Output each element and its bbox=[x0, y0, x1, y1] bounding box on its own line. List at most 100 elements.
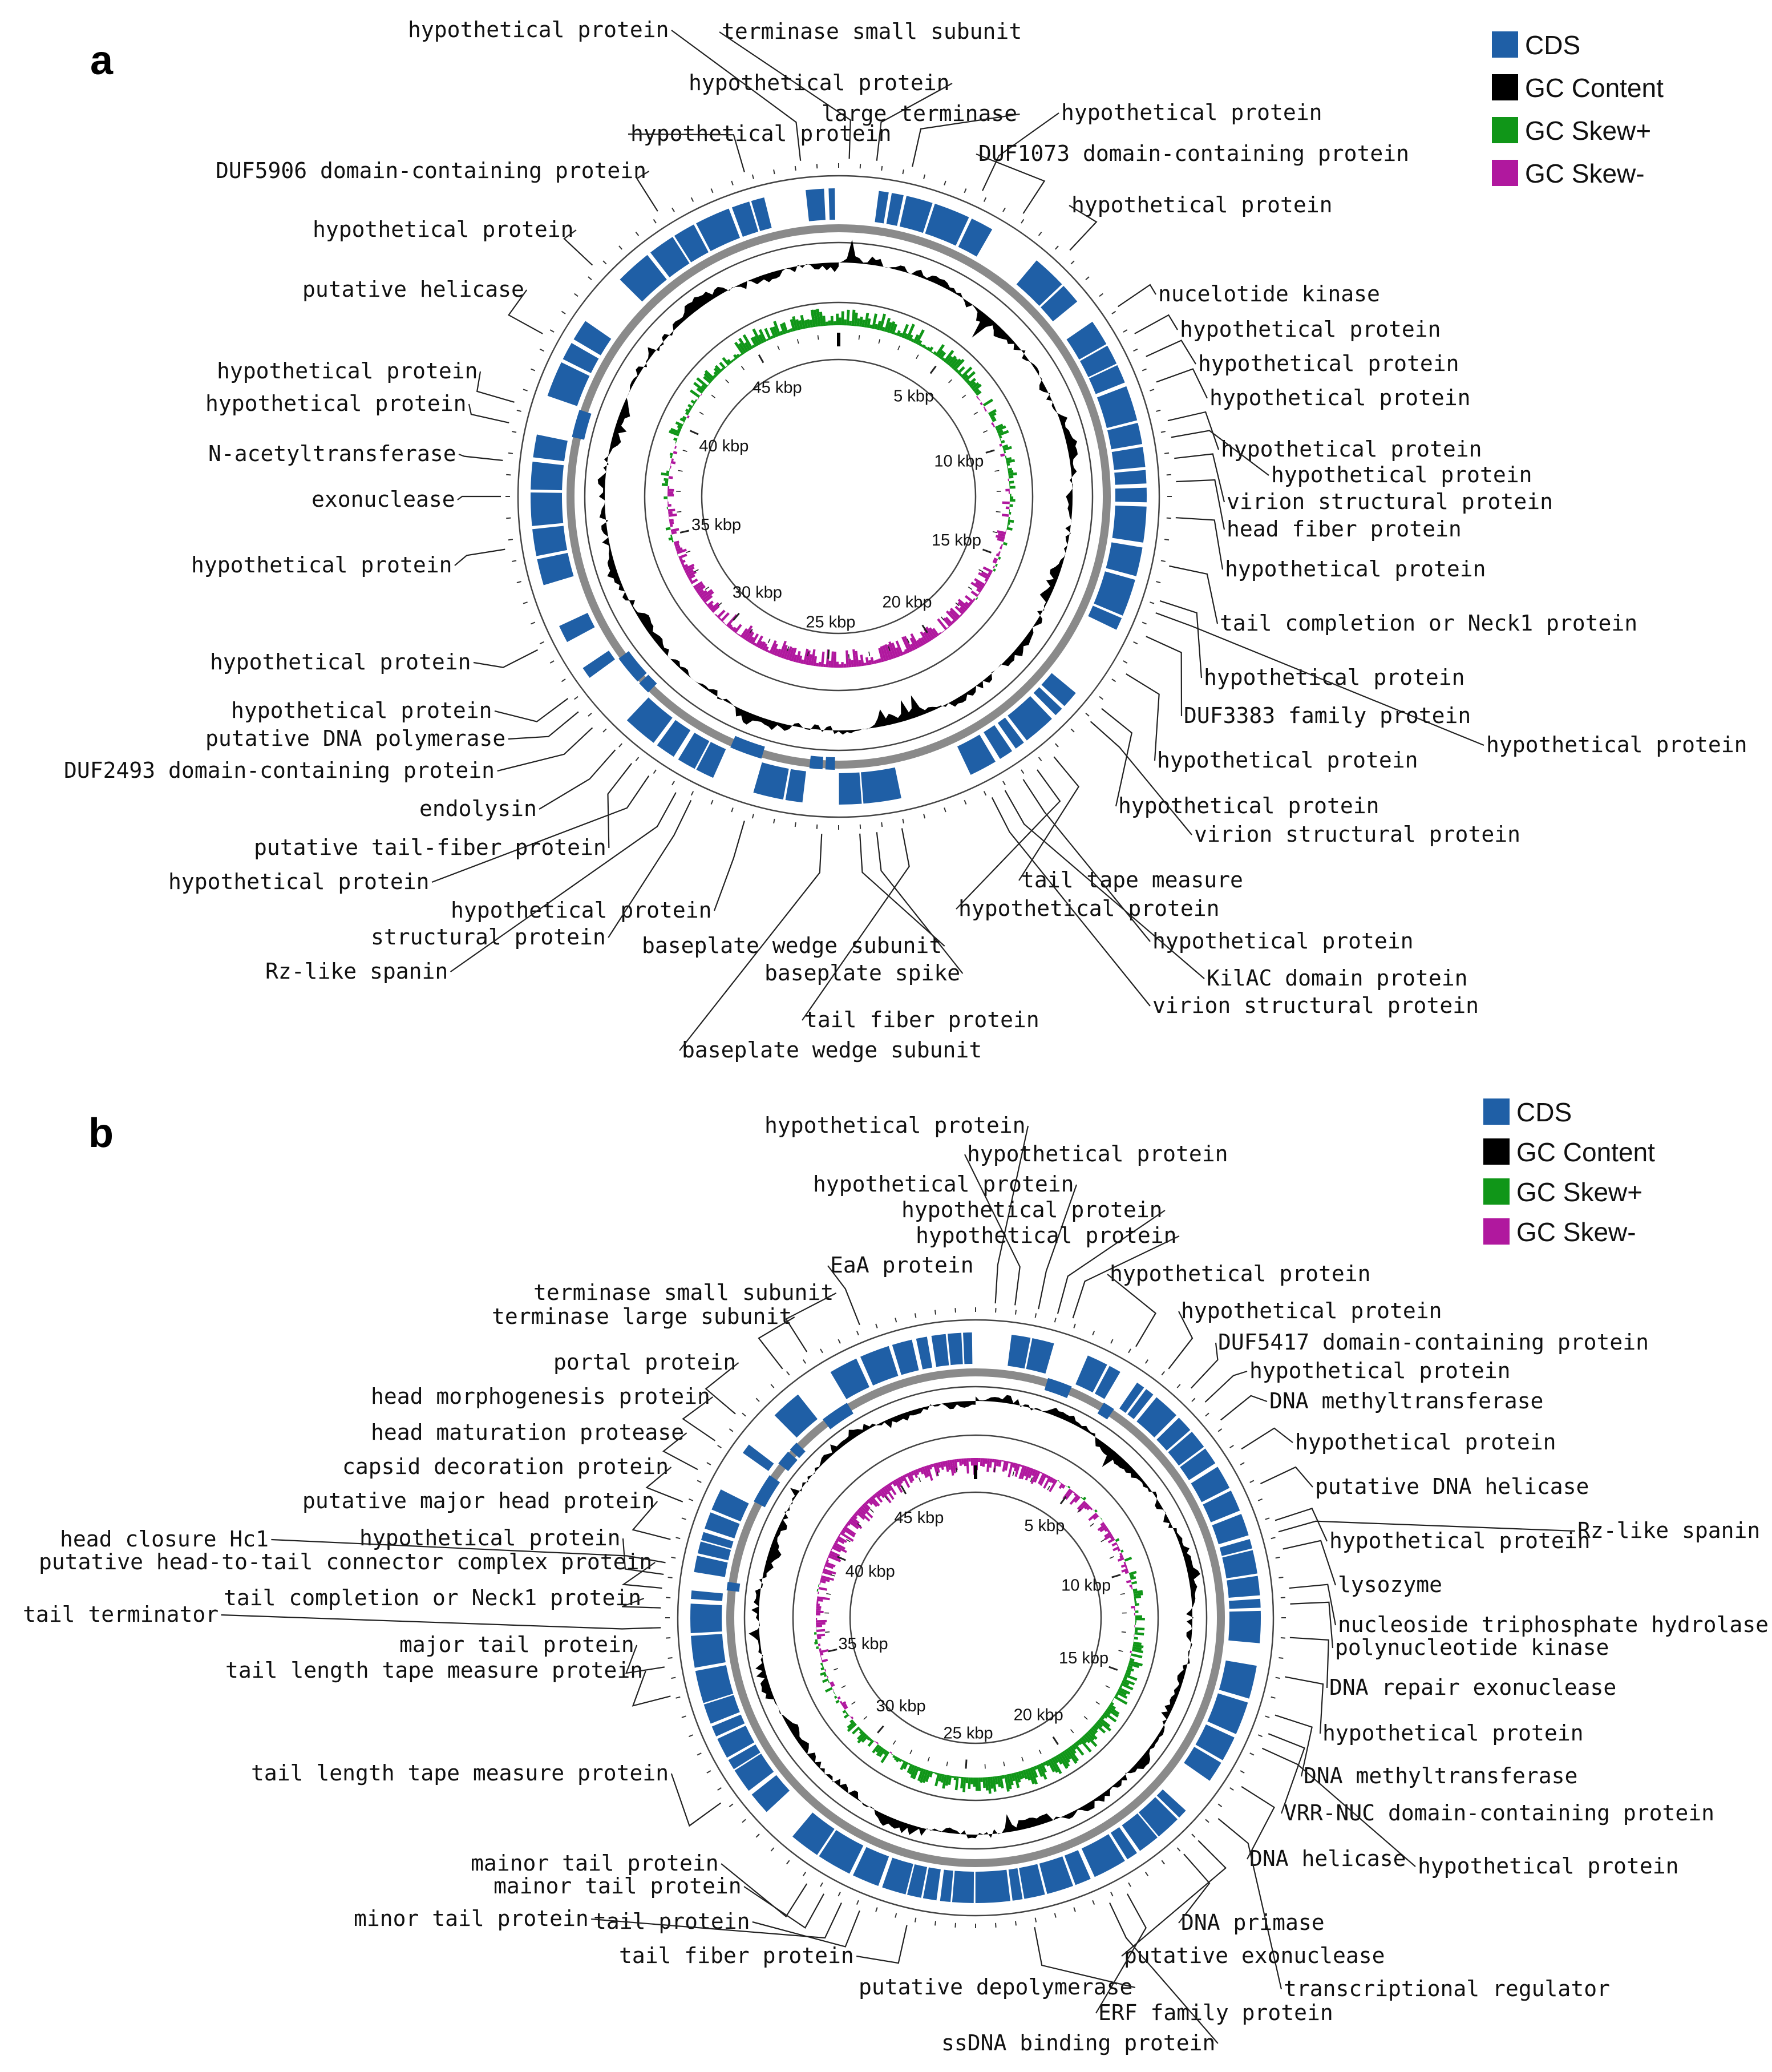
axis-tick bbox=[725, 379, 729, 383]
gc-skew-positive bbox=[1134, 1601, 1137, 1604]
gc-skew-positive bbox=[1006, 462, 1010, 466]
feature-label: virion structural protein bbox=[1194, 822, 1520, 847]
gc-skew-positive bbox=[1093, 1724, 1099, 1731]
gc-skew-positive bbox=[820, 1662, 823, 1666]
outer-tick bbox=[914, 1917, 917, 1922]
gc-skew-positive bbox=[734, 341, 745, 356]
gc-skew-positive bbox=[958, 373, 962, 377]
feature-label: hypothetical protein bbox=[916, 1223, 1177, 1248]
axis-tick bbox=[937, 1471, 939, 1476]
axis-tick bbox=[845, 1538, 851, 1542]
gc-skew-negative bbox=[992, 560, 997, 564]
outer-tick bbox=[1257, 1734, 1263, 1738]
outer-tick bbox=[1123, 329, 1128, 333]
gc-skew-negative bbox=[860, 1505, 873, 1518]
cds-arc bbox=[728, 1744, 760, 1770]
gc-skew-positive bbox=[690, 399, 696, 405]
gc-skew-positive bbox=[839, 317, 842, 326]
feature-leader-line bbox=[476, 371, 515, 403]
feature-leader-line bbox=[1168, 1311, 1194, 1370]
outer-tick bbox=[710, 188, 714, 193]
outer-tick bbox=[1191, 1833, 1196, 1838]
skew-track-ring-outer bbox=[792, 1434, 1159, 1802]
gc-skew-positive bbox=[841, 311, 844, 326]
feature-leader-line bbox=[1121, 1840, 1227, 1957]
gc-skew-positive bbox=[1095, 1721, 1103, 1728]
gc-skew-negative bbox=[952, 1459, 956, 1474]
gc-skew-negative bbox=[855, 1510, 865, 1520]
outer-tick bbox=[588, 276, 592, 280]
gc-skew-positive bbox=[753, 336, 760, 346]
gc-skew-positive bbox=[989, 412, 997, 418]
outer-tick bbox=[1055, 743, 1059, 748]
feature-label: hypothetical protein bbox=[1181, 1298, 1442, 1323]
feature-label: hypothetical protein bbox=[1157, 748, 1418, 773]
feature-label: Rz-like spanin bbox=[1577, 1518, 1760, 1543]
gc-skew-positive bbox=[917, 340, 923, 346]
gc-skew-negative bbox=[1104, 1533, 1113, 1541]
gc-skew-negative bbox=[1038, 1472, 1045, 1484]
cds-arc bbox=[825, 757, 835, 770]
outer-tick bbox=[856, 1900, 859, 1905]
gc-skew-negative bbox=[1100, 1522, 1105, 1526]
outer-tick bbox=[895, 1913, 897, 1918]
outer-tick bbox=[923, 174, 926, 179]
gc-skew-positive bbox=[1135, 1627, 1145, 1631]
gc-skew-positive bbox=[998, 430, 1009, 437]
gc-skew-negative bbox=[821, 1658, 823, 1661]
gc-skew-positive bbox=[1129, 1574, 1134, 1578]
gc-skew-negative bbox=[670, 463, 671, 466]
axis-tick bbox=[1095, 1701, 1100, 1705]
gc-skew-positive bbox=[880, 1751, 890, 1763]
outer-tick bbox=[1070, 728, 1075, 733]
gc-skew-negative bbox=[1131, 1606, 1135, 1609]
gc-skew-positive bbox=[828, 1681, 830, 1683]
gc-skew-positive bbox=[951, 1775, 954, 1778]
gc-skew-positive bbox=[893, 1756, 898, 1761]
outer-tick bbox=[1073, 1323, 1076, 1328]
gc-skew-positive bbox=[995, 423, 1004, 430]
gc-skew-negative bbox=[1000, 549, 1002, 552]
gc-skew-positive bbox=[842, 1710, 847, 1714]
axis-tick bbox=[749, 628, 753, 633]
gc-skew-positive bbox=[828, 320, 831, 326]
feature-label: putative head-to-tail connector complex … bbox=[39, 1549, 652, 1574]
gc-skew-negative bbox=[818, 1643, 821, 1646]
gc-skew-negative bbox=[876, 659, 880, 664]
feature-label: tail fiber protein bbox=[619, 1943, 854, 1968]
axis-tick bbox=[787, 646, 790, 651]
gc-skew-positive bbox=[1067, 1747, 1079, 1762]
gc-skew-negative bbox=[876, 1491, 881, 1497]
legend-label: GC Content bbox=[1516, 1137, 1655, 1167]
feature-leader-line bbox=[608, 799, 692, 938]
axis-tick bbox=[679, 530, 690, 534]
cds-arc bbox=[1008, 696, 1052, 741]
gc-skew-positive bbox=[929, 1771, 933, 1778]
gc-skew-negative bbox=[970, 581, 983, 591]
outer-tick bbox=[802, 1872, 807, 1876]
gc-skew-positive bbox=[1002, 542, 1008, 546]
outer-tick bbox=[689, 1734, 694, 1738]
gc-skew-negative bbox=[755, 635, 763, 648]
gc-skew-positive bbox=[822, 1678, 829, 1683]
feature-leader-line bbox=[1018, 756, 1080, 881]
gc-skew-negative bbox=[667, 504, 671, 507]
axis-tick bbox=[837, 1556, 846, 1561]
feature-leader-line bbox=[721, 1863, 808, 1918]
feature-leader-line bbox=[1220, 1395, 1268, 1421]
gc-skew-negative bbox=[1046, 1475, 1049, 1479]
cds-arc bbox=[861, 767, 901, 804]
axis-tick bbox=[897, 345, 900, 350]
outer-tick bbox=[1161, 1860, 1165, 1865]
gc-skew-negative bbox=[998, 1460, 1002, 1467]
gc-skew-negative bbox=[771, 643, 778, 655]
feature-label: mainor tail protein bbox=[471, 1851, 719, 1876]
axis-tick-label: 20 kbp bbox=[1014, 1706, 1063, 1724]
cds-arc bbox=[1228, 1610, 1261, 1643]
gc-skew-negative bbox=[849, 1715, 851, 1718]
outer-tick bbox=[653, 769, 657, 774]
panel-b-letter: b bbox=[88, 1110, 114, 1156]
gc-skew-negative bbox=[843, 1705, 848, 1710]
gc-skew-positive bbox=[1103, 1711, 1117, 1723]
gc-skew-negative bbox=[996, 1459, 1000, 1467]
